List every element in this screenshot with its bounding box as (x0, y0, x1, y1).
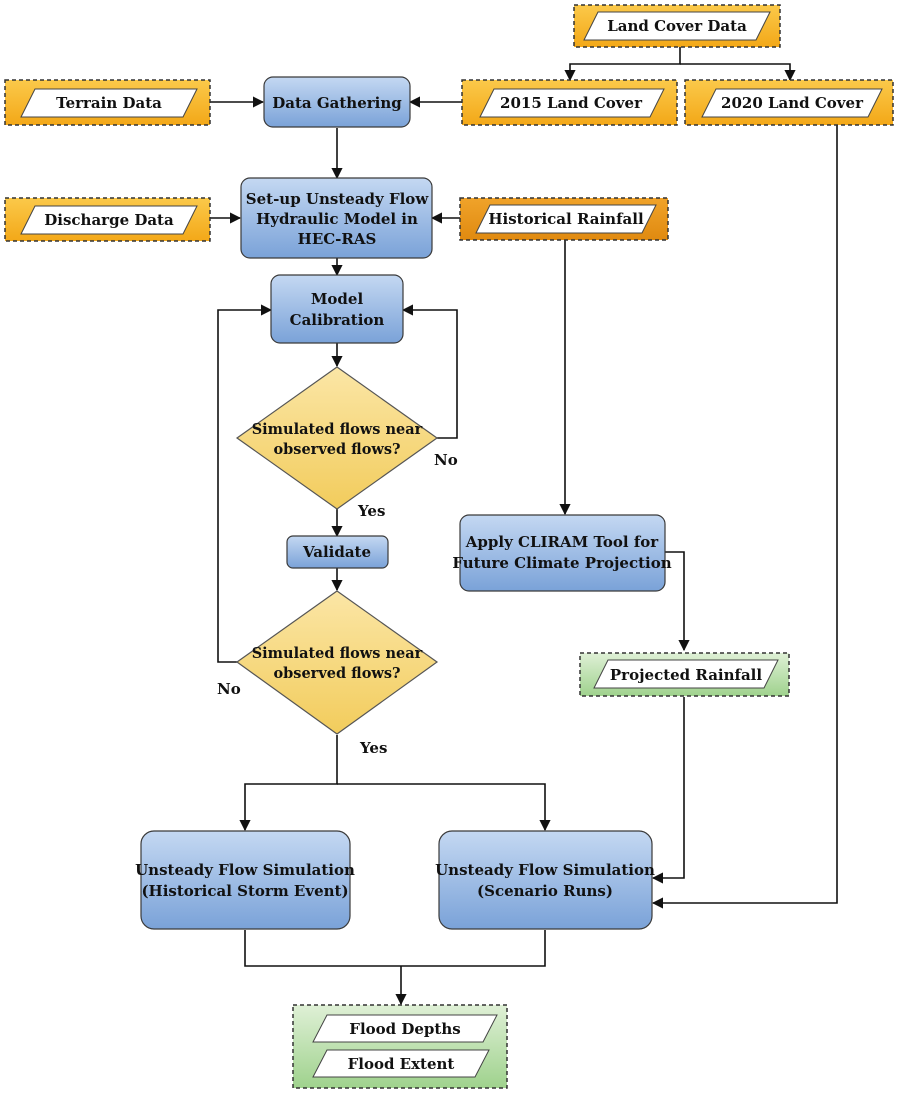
edge-label-no-1: No (434, 451, 458, 469)
edge-label-yes-2: Yes (359, 739, 387, 757)
svg-text:Unsteady Flow Simulation: Unsteady Flow Simulation (135, 861, 355, 879)
node-validate: Validate (286, 535, 389, 569)
svg-text:Model: Model (311, 290, 364, 308)
node-historical-rainfall: Historical Rainfall (459, 197, 669, 241)
edge-decision2-scenario (337, 783, 551, 832)
edge-projected-scenario (651, 697, 685, 884)
svg-text:2020 Land Cover: 2020 Land Cover (721, 94, 864, 112)
svg-text:Data Gathering: Data Gathering (272, 94, 402, 112)
edge-landcover-2020 (680, 63, 796, 82)
svg-text:Discharge Data: Discharge Data (44, 211, 174, 229)
node-flood-outputs: Flood Depths Flood Extent (292, 1004, 508, 1089)
svg-text:(Scenario Runs): (Scenario Runs) (477, 882, 613, 900)
svg-text:(Historical Storm Event): (Historical Storm Event) (141, 882, 348, 900)
node-setup-model: Set-up Unsteady Flow Hydraulic Model in … (240, 177, 433, 259)
node-2015-land-cover: 2015 Land Cover (461, 79, 678, 126)
svg-text:Projected Rainfall: Projected Rainfall (610, 666, 762, 684)
edges (210, 47, 838, 1006)
svg-text:HEC-RAS: HEC-RAS (298, 230, 377, 248)
svg-text:Future Climate Projection: Future Climate Projection (452, 554, 671, 572)
node-sim-historical: Unsteady Flow Simulation (Historical Sto… (135, 830, 355, 930)
svg-text:Simulated flows near: Simulated flows near (252, 421, 423, 438)
node-data-gathering: Data Gathering (263, 76, 411, 128)
node-2020-land-cover: 2020 Land Cover (684, 79, 894, 126)
edge-decision1-no (401, 304, 458, 439)
node-cliram: Apply CLIRAM Tool for Future Climate Pro… (452, 514, 672, 592)
edge-cliram-projected (665, 551, 690, 652)
svg-text:2015 Land Cover: 2015 Land Cover (500, 94, 643, 112)
svg-text:Historical Rainfall: Historical Rainfall (488, 210, 644, 228)
edge-landcover-split (564, 47, 681, 82)
flood-depths-label: Flood Depths (349, 1020, 460, 1038)
node-model-calibration: Model Calibration (270, 274, 404, 344)
edge-decision2-yes (239, 735, 338, 832)
svg-text:Land Cover Data: Land Cover Data (607, 17, 747, 35)
node-decision-1: Simulated flows near observed flows? (235, 366, 439, 510)
edge-label-no-2: No (217, 680, 241, 698)
svg-text:Calibration: Calibration (290, 311, 385, 329)
svg-text:Validate: Validate (302, 543, 371, 561)
node-projected-rainfall: Projected Rainfall (579, 652, 790, 697)
edge-decision2-no (217, 304, 273, 663)
svg-text:Terrain Data: Terrain Data (56, 94, 162, 112)
svg-text:Apply CLIRAM Tool for: Apply CLIRAM Tool for (465, 533, 660, 551)
svg-text:observed flows?: observed flows? (273, 665, 400, 682)
svg-text:Hydraulic Model in: Hydraulic Model in (256, 210, 418, 228)
node-terrain-data: Terrain Data (4, 79, 211, 126)
node-land-cover-data: Land Cover Data (573, 4, 781, 48)
flood-depths-shape (312, 1014, 498, 1043)
node-discharge-data: Discharge Data (4, 197, 211, 242)
edge-2020-scenario (651, 125, 838, 909)
svg-text:Unsteady Flow Simulation: Unsteady Flow Simulation (435, 861, 655, 879)
node-decision-2: Simulated flows near observed flows? (235, 590, 439, 735)
edge-historical-merge (244, 930, 546, 967)
node-sim-scenario: Unsteady Flow Simulation (Scenario Runs) (435, 830, 655, 930)
svg-text:Set-up Unsteady Flow: Set-up Unsteady Flow (246, 190, 430, 208)
flood-extent-label: Flood Extent (348, 1055, 455, 1073)
svg-text:Simulated flows near: Simulated flows near (252, 645, 423, 662)
svg-text:observed flows?: observed flows? (273, 441, 400, 458)
edge-label-yes-1: Yes (357, 502, 385, 520)
flood-extent-shape (312, 1049, 490, 1078)
